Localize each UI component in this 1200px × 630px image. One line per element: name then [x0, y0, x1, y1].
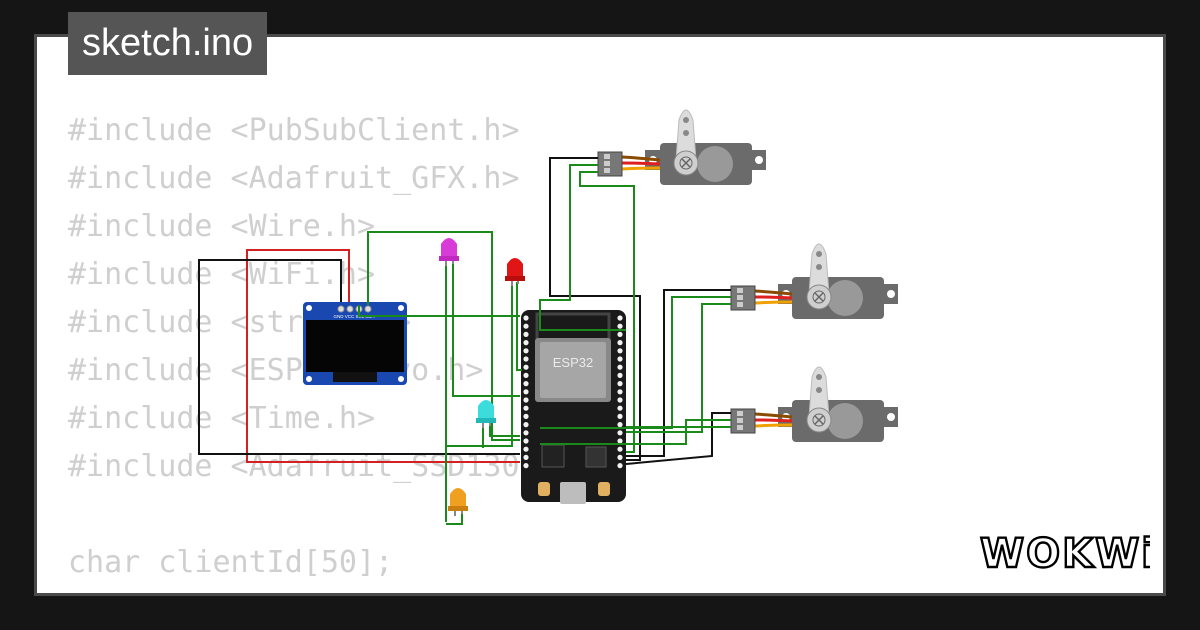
- wire: [489, 424, 520, 437]
- led-yellow[interactable]: [448, 488, 468, 516]
- wire: [626, 289, 731, 457]
- board-pin[interactable]: [523, 397, 529, 403]
- file-tab[interactable]: sketch.ino: [68, 12, 268, 75]
- board-pin[interactable]: [617, 372, 623, 378]
- board-pin[interactable]: [523, 323, 529, 329]
- servo-motor[interactable]: [597, 109, 766, 185]
- servo-motor[interactable]: [730, 366, 898, 442]
- board-pin[interactable]: [617, 413, 623, 419]
- board-pin[interactable]: [523, 331, 529, 337]
- oled-display[interactable]: GND VCC SCL SDA: [303, 302, 407, 385]
- board-pin[interactable]: [617, 356, 623, 362]
- board-pin[interactable]: [617, 364, 623, 370]
- esp32-board[interactable]: ESP32: [521, 310, 626, 504]
- board-pin[interactable]: [617, 348, 623, 354]
- board-pin[interactable]: [523, 422, 529, 428]
- board-pin[interactable]: [523, 405, 529, 411]
- board-pin[interactable]: [523, 438, 529, 444]
- board-pin[interactable]: [523, 348, 529, 354]
- wire: [626, 303, 731, 433]
- wire: [539, 164, 626, 331]
- board-pin[interactable]: [523, 315, 529, 321]
- board-pin[interactable]: [617, 315, 623, 321]
- wire: [516, 282, 522, 371]
- board-pin[interactable]: [617, 389, 623, 395]
- board-pin[interactable]: [617, 438, 623, 444]
- board-pin[interactable]: [617, 463, 623, 469]
- board-pin[interactable]: [617, 397, 623, 403]
- servo-motor[interactable]: [730, 243, 898, 319]
- board-pin[interactable]: [617, 454, 623, 460]
- led-red[interactable]: [505, 258, 525, 286]
- wire: [246, 249, 520, 463]
- board-pin[interactable]: [523, 413, 529, 419]
- board-pin[interactable]: [617, 331, 623, 337]
- wire: [540, 419, 731, 445]
- board-pin[interactable]: [617, 446, 623, 452]
- code-line: #include <Wire.h>: [68, 209, 376, 244]
- board-pin[interactable]: [523, 364, 529, 370]
- led-magenta[interactable]: [439, 238, 459, 266]
- wire: [625, 412, 731, 465]
- code-line: #include <Time.h>: [68, 401, 376, 436]
- wire: [367, 231, 520, 441]
- board-pin[interactable]: [523, 356, 529, 362]
- wire: [446, 512, 463, 525]
- led-cyan[interactable]: [476, 400, 496, 428]
- wires: [198, 157, 731, 525]
- board-pin[interactable]: [523, 454, 529, 460]
- board-pin[interactable]: [523, 389, 529, 395]
- board-label: ESP32: [553, 355, 593, 370]
- code-line: #include <Adafruit_GFX.h>: [68, 161, 520, 196]
- board-pin[interactable]: [523, 430, 529, 436]
- board-pin[interactable]: [617, 340, 623, 346]
- board-pin[interactable]: [617, 323, 623, 329]
- board-pin[interactable]: [617, 422, 623, 428]
- board-pin[interactable]: [617, 430, 623, 436]
- wire: [452, 262, 520, 397]
- wire: [540, 296, 731, 429]
- board-pin[interactable]: [617, 381, 623, 387]
- wokwi-logo: WOKWi: [978, 530, 1156, 581]
- board-pin[interactable]: [523, 372, 529, 378]
- wokwi-logo-text: WOKWi: [980, 531, 1150, 576]
- board-pin[interactable]: [523, 381, 529, 387]
- wire: [358, 305, 520, 317]
- oled-pin-labels: GND VCC SCL SDA: [333, 314, 374, 319]
- code-line: #include <PubSubClient.h>: [68, 113, 520, 148]
- wire: [446, 282, 513, 447]
- board-pin[interactable]: [523, 446, 529, 452]
- wire: [198, 259, 520, 455]
- code-line: char clientId[50];: [68, 545, 394, 580]
- wire: [549, 157, 641, 461]
- board-pin[interactable]: [617, 405, 623, 411]
- wire: [579, 171, 635, 453]
- code-line: #include <WiFi.h>: [68, 257, 376, 292]
- board-pin[interactable]: [523, 340, 529, 346]
- board-pin[interactable]: [523, 463, 529, 469]
